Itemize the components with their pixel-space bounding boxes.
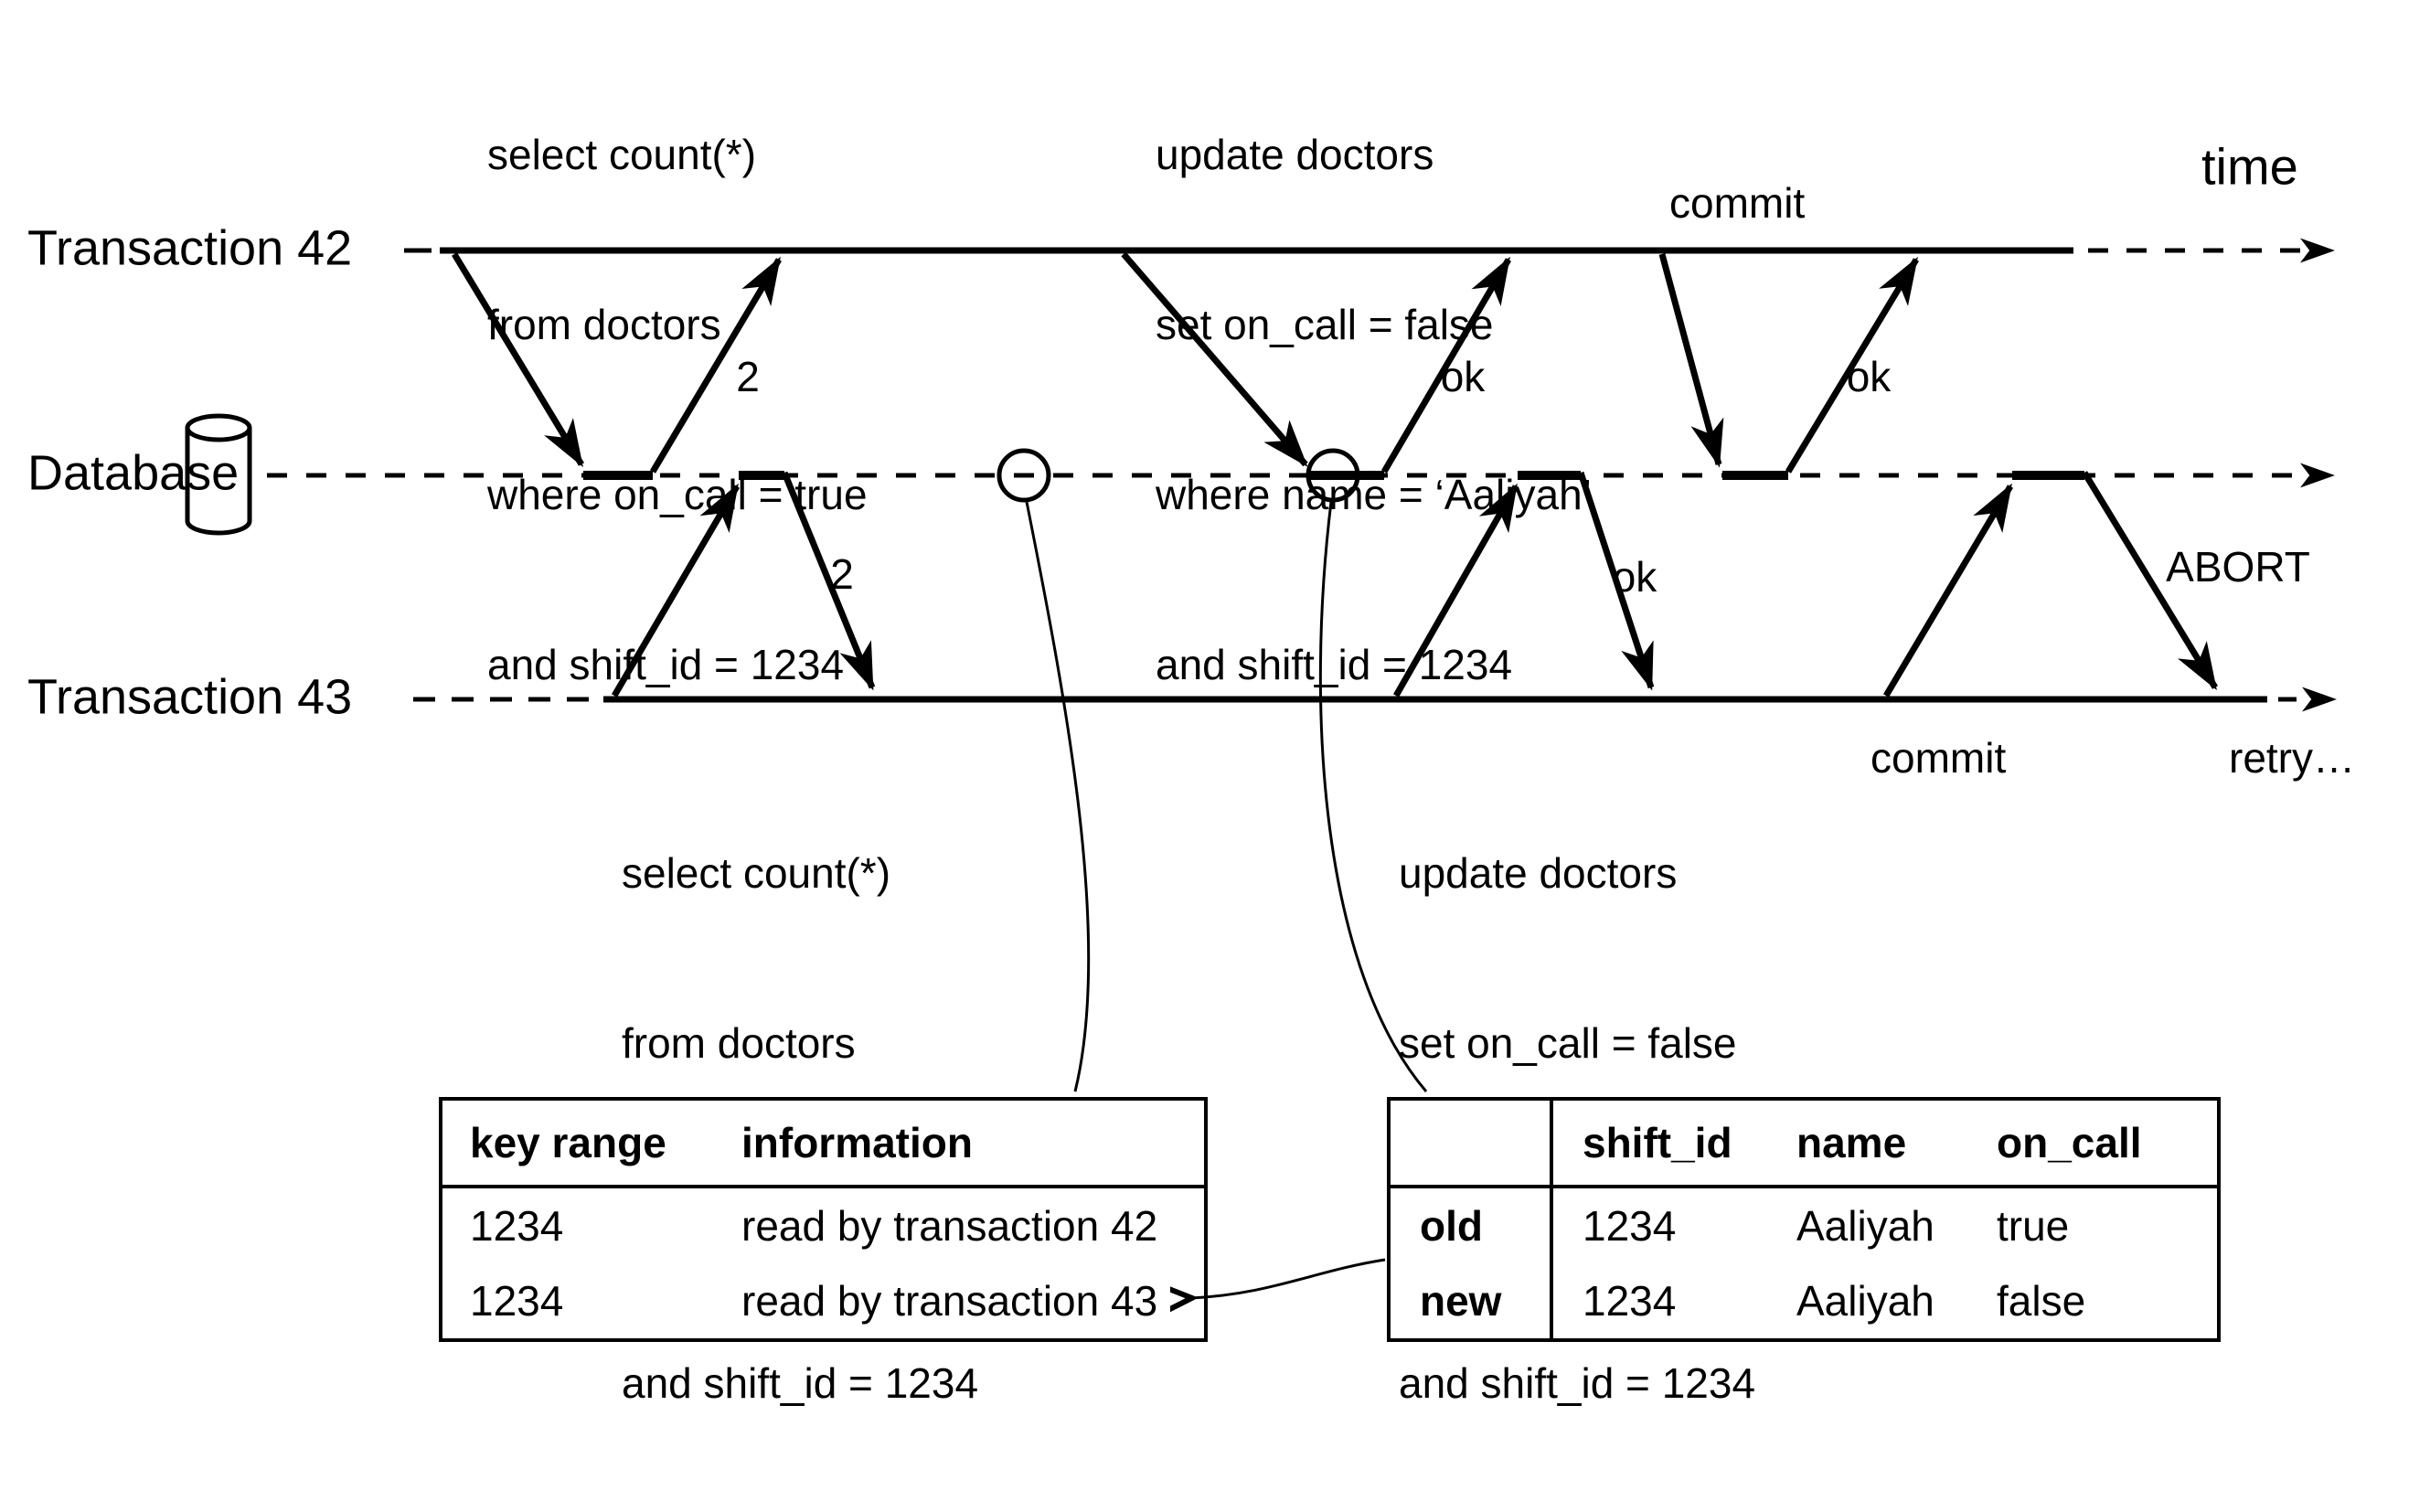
lock-table-caption: Index-range locks on doctors.shift_id in… xyxy=(453,1369,916,1512)
table-row: 1234 read by transaction 43 xyxy=(441,1263,1206,1340)
column-header: on_call xyxy=(1974,1099,2219,1188)
table-cell: read by transaction 43 xyxy=(741,1277,1158,1325)
result-label-tx42: 2 xyxy=(736,353,760,400)
curve-rowtable-to-locktable-arrow xyxy=(1190,1258,1386,1298)
tx43-update-request-arrow xyxy=(1392,483,1519,697)
table-cell: Aaliyah xyxy=(1796,1277,1934,1325)
retry-label: retry… xyxy=(2229,734,2355,782)
table-cell: 1234 xyxy=(1583,1277,1677,1325)
row-table-caption: Note: update by transaction 42 affects r… xyxy=(1412,1369,2085,1512)
lock-point-circles xyxy=(997,448,1360,503)
sql-line: from doctors xyxy=(487,301,721,348)
sql-line: select count(*) xyxy=(622,849,891,897)
sql-line: update doctors xyxy=(1156,131,1434,178)
caption-line: Note: update by transaction 42 xyxy=(1412,1501,2085,1512)
lane-label-tx43: Transaction 43 xyxy=(27,669,353,725)
ok-label-update-tx43: ok xyxy=(1612,553,1657,601)
ok-label-update-tx42: ok xyxy=(1440,353,1486,400)
time-axis-label: time xyxy=(2201,137,2298,196)
tx43-abort-response-arrow xyxy=(2082,471,2218,691)
sql-tx42-select: select count(*) from doctors where on_ca… xyxy=(487,13,868,806)
table-header-row: key range information xyxy=(441,1099,1206,1188)
lane-label-tx42: Transaction 42 xyxy=(27,220,353,276)
sql-line: and shift_id = 1234 xyxy=(487,641,845,688)
column-header: shift_id xyxy=(1551,1099,1771,1188)
table-row: old 1234 Aaliyah true xyxy=(1389,1187,2219,1263)
lane-label-database: Database xyxy=(27,445,240,501)
connector-curves xyxy=(1025,501,1428,1298)
table-cell: 1234 xyxy=(470,1202,564,1250)
table-header-row: shift_id name on_call xyxy=(1389,1099,2219,1188)
abort-label: ABORT xyxy=(2166,543,2310,591)
sql-tx42-update: update doctors set on_call = false where… xyxy=(1156,13,1592,806)
table-row: 1234 read by transaction 42 xyxy=(441,1187,1206,1263)
database-icon xyxy=(185,413,252,536)
tx43-select-response-arrow xyxy=(781,471,876,691)
lock-circle-write xyxy=(1306,448,1360,503)
sql-line: where name = ‘Aaliyah’ xyxy=(1156,471,1592,518)
curve-lock-to-rowtable xyxy=(1318,501,1428,1092)
table-cell: Aaliyah xyxy=(1796,1202,1934,1250)
tx43-update-response-arrow xyxy=(1577,471,1655,691)
tx43-select-request-arrow xyxy=(611,483,741,697)
tx42-select-request-arrow xyxy=(452,252,584,468)
sql-line: and shift_id = 1234 xyxy=(1399,1359,1756,1407)
column-header: key range xyxy=(441,1099,741,1188)
table-cell: true xyxy=(1997,1202,2070,1250)
table-cell: 1234 xyxy=(470,1277,564,1325)
column-header: information xyxy=(741,1099,1206,1188)
sql-line: and shift_id = 1234 xyxy=(622,1359,979,1407)
commit-label-tx43: commit xyxy=(1870,734,2007,782)
table-cell: false xyxy=(1997,1277,2086,1325)
sql-line: set on_call = false xyxy=(1399,1019,1737,1067)
doctors-row-table: shift_id name on_call old 1234 Aaliyah t… xyxy=(1387,1097,2221,1342)
table-row: new 1234 Aaliyah false xyxy=(1389,1263,2219,1340)
caption-line: Index-range locks on xyxy=(453,1501,916,1512)
message-arrows xyxy=(452,251,2218,697)
curve-lock-to-locktable xyxy=(1025,501,1091,1092)
sql-line: from doctors xyxy=(622,1019,856,1067)
lock-circle-read xyxy=(997,448,1051,503)
tx42-update-request-arrow xyxy=(1121,251,1308,467)
table-cell: read by transaction 42 xyxy=(741,1202,1158,1250)
row-version-label: new xyxy=(1389,1263,1553,1340)
tx42-select-response-arrow xyxy=(649,256,783,474)
tx42-commit-response-arrow xyxy=(1785,256,1919,474)
sql-line: select count(*) xyxy=(487,131,757,178)
tx42-commit-request-arrow xyxy=(1658,253,1724,468)
sql-line: and shift_id = 1234 xyxy=(1156,641,1513,688)
row-version-label: old xyxy=(1389,1187,1553,1263)
tx42-update-response-arrow xyxy=(1380,256,1512,474)
index-range-lock-table: key range information 1234 read by trans… xyxy=(439,1097,1208,1342)
column-header: name xyxy=(1771,1099,1974,1188)
result-label-tx43: 2 xyxy=(830,550,854,598)
sql-line: set on_call = false xyxy=(1156,301,1494,348)
sql-line: where on_call = true xyxy=(487,471,868,518)
ok-label-commit-tx42: ok xyxy=(1846,353,1892,400)
commit-label-tx42: commit xyxy=(1669,179,1806,227)
sql-line: update doctors xyxy=(1399,849,1678,897)
tx43-commit-request-arrow xyxy=(1882,483,2014,697)
table-cell: 1234 xyxy=(1583,1202,1677,1250)
column-header xyxy=(1389,1099,1553,1188)
